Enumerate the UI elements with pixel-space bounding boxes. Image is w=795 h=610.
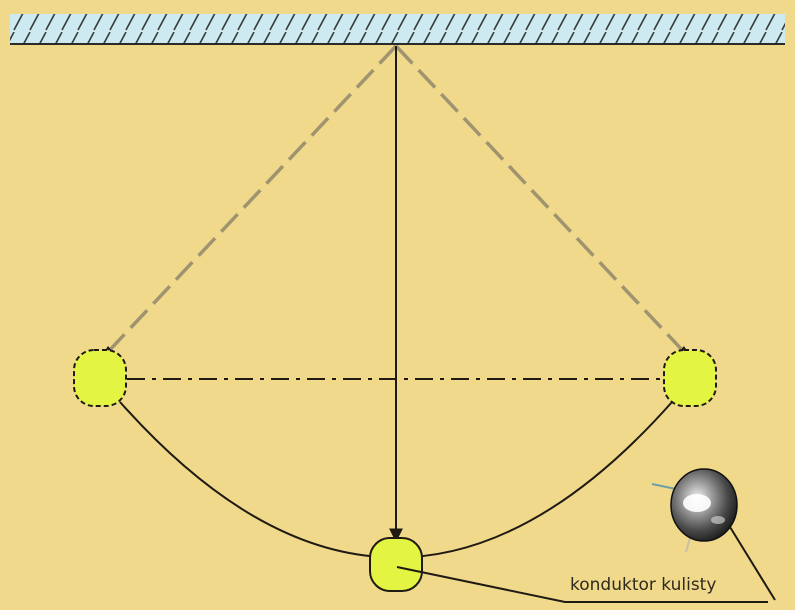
left-ball <box>73 349 127 407</box>
right-ball <box>663 349 717 407</box>
left-string-dashed <box>104 44 398 356</box>
leader-line-ball <box>396 566 768 603</box>
right-string-dashed <box>394 44 688 356</box>
conductor-label: konduktor kulisty <box>570 575 716 595</box>
label-leader-lines <box>396 526 776 603</box>
bottom-ball <box>369 537 423 592</box>
ceiling-hatch <box>10 14 785 44</box>
ceiling <box>10 14 785 45</box>
leader-line-sphere <box>729 526 776 601</box>
metal-sphere-icon <box>651 468 738 553</box>
